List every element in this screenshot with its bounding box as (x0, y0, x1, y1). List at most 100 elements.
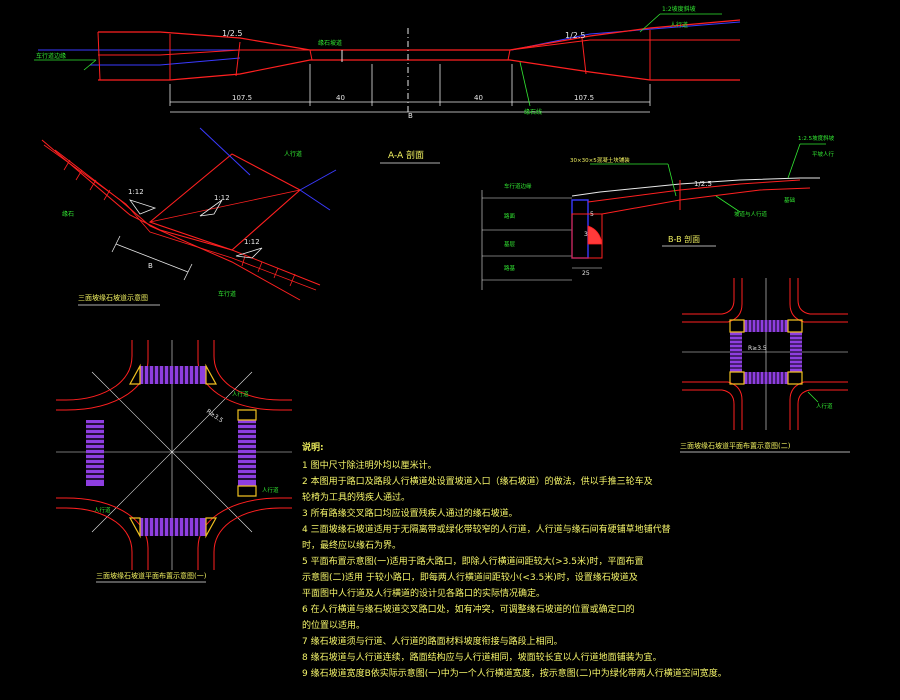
aa-leader (83, 59, 97, 71)
note-item: 5 平面布置示意图(一)适用于路大路口，即除人行横道间距较大(>3.5米)时，平… (302, 557, 644, 567)
bb-row-3: 路基 (504, 264, 516, 272)
bb-section: 车行道边缘 路面 基层 路基 1/2.5 5 3 25 30×30×5混凝土块铺… (481, 134, 835, 290)
plan-blue-line (299, 169, 337, 191)
bb-dim-3: 3 (584, 231, 588, 238)
lo-edge-nw2 (56, 340, 133, 401)
design-notes: 说明: 1 图中尺寸除注明外均以厘米计。 2 本图用于路口及路段人行横道处设置坡… (302, 440, 727, 682)
note-item: 时，最终应以缘石为界。 (302, 541, 402, 551)
aa-leader (639, 13, 661, 33)
aa-section: 1/2.5 1/2.5 107.5 40 40 107.5 B 车行道边缘 缘石… (34, 5, 741, 164)
lo-label: 三面坡缘石坡道平面布置示意图(一) (96, 571, 207, 580)
bb-slope-red (587, 179, 801, 203)
plan-dim-b (115, 243, 189, 273)
aa-callout-center: 缘石坡道 (318, 39, 342, 47)
note-item: 2 本图用于路口及路段人行横道处设置坡道入口（缘石坡道）的做法，供以手推三轮车及 (302, 477, 653, 487)
plan-slope-inner (149, 189, 301, 223)
aa-callout-right-top: 1:2坡度斜坡 (662, 5, 696, 13)
bb-curb-fill (587, 225, 603, 245)
aa-slope-left: 1/2.5 (222, 29, 243, 38)
lt-edge-ne2 (797, 278, 848, 315)
plan-label-curb: 缘石 (62, 210, 74, 218)
plan-label-sidewalk: 人行道 (284, 150, 302, 158)
aa-label: A-A 剖面 (388, 149, 424, 161)
note-item: 轮椅为工具的残疾人通过。 (302, 493, 411, 503)
lt-edge-se (789, 381, 848, 430)
bb-slope-top (571, 177, 801, 197)
lo-edge-se2 (213, 507, 292, 570)
aa-dim-total: B (408, 112, 413, 120)
lt-corner-ramp (787, 319, 803, 333)
note-item: 4 三面坡缘石坡道适用于无隔离带或绿化带较窄的人行道，人行道与缘石间有硬铺草地铺… (302, 525, 671, 535)
lt-crosswalk-top (744, 320, 788, 332)
plan-hatch (289, 273, 296, 287)
lt-crosswalk-bottom (744, 372, 788, 384)
lt-edge-se2 (797, 389, 848, 430)
lt-edge-ne (789, 278, 848, 323)
bb-row-2: 基层 (504, 240, 516, 248)
aa-dim-left-outer: 107.5 (232, 94, 252, 102)
aa-red-profile-mid-r (509, 39, 740, 51)
lo-label-sidewalk-3: 人行道 (262, 486, 279, 494)
bb-callout-top: 1:2.5坡度斜坡 (798, 134, 835, 142)
plan-dim-b-label: B (148, 262, 153, 270)
plan-hatch (75, 169, 83, 181)
lt-corner-ramp (787, 371, 803, 385)
plan-hatch (241, 255, 246, 267)
lt-leader (807, 391, 819, 403)
aa-callout-right-mid: 人行道 (670, 21, 688, 29)
aa-dim-right-inner: 40 (474, 94, 483, 102)
lo-crosswalk-right (237, 409, 257, 497)
bb-row-0: 车行道边缘 (504, 182, 532, 190)
plan-red-edge-2 (54, 149, 301, 301)
aa-seg-line (581, 37, 587, 75)
lo-edge-sw2 (56, 507, 133, 570)
plan-slope-1: 1:12 (128, 188, 144, 196)
lo-crosswalk-bottom (128, 517, 218, 539)
lo-edge-ne2 (213, 340, 292, 401)
layout-two: R≥3.5 人行道 三面坡缘石坡道平面布置示意图(二) (680, 278, 850, 453)
aa-seg-line (507, 49, 511, 61)
bb-curb-base (571, 213, 603, 259)
plan-slope-2: 1:12 (214, 194, 230, 202)
note-item: 1 图中尺寸除注明外均以厘米计。 (302, 461, 437, 471)
aa-seg-line (97, 31, 101, 81)
bb-dim-25: 25 (582, 270, 590, 277)
bb-label: B-B 剖面 (668, 234, 700, 244)
bb-callout-mid: 坡道与人行道 (734, 210, 768, 218)
aa-slope-right: 1/2.5 (565, 31, 586, 40)
lo-edge-se (197, 497, 292, 570)
aa-blue-line-2 (90, 57, 241, 66)
note-item: 8 缘石坡道与人行道连续，路面结构应与人行道相同，坡面较长宜以人行道地面铺装为宜… (302, 653, 662, 663)
plan-label-road: 车行道 (218, 290, 236, 298)
aa-dim-left-inner: 40 (336, 94, 345, 102)
bb-row-1: 路面 (504, 212, 516, 220)
aa-leader (519, 61, 531, 107)
lt-edge-sw (682, 381, 743, 430)
plan-arrow (199, 199, 223, 217)
bb-slope-red2 (601, 187, 811, 215)
note-item: 9 缘石坡道宽度B依实际示意图(一)中为一个人行横道宽度，按示意图(二)中为绿化… (302, 669, 727, 679)
plan-label: 三面坡缘石坡道示意图 (78, 293, 148, 302)
bb-callout-mid2: 基础 (784, 196, 796, 204)
plan-arrow (235, 247, 263, 259)
aa-seg-line (309, 49, 313, 61)
lt-corner-ramp (729, 319, 745, 333)
plan-slope-3: 1:12 (244, 238, 260, 246)
plan-hatch (257, 261, 263, 273)
aa-blue-line-1 (38, 21, 741, 51)
plan-hatch (103, 189, 111, 201)
plan-dim-b-tick (111, 235, 121, 253)
plan-arrow (128, 199, 157, 215)
lt-dim: R≥3.5 (748, 345, 767, 352)
lt-corner-ramp (729, 371, 745, 385)
lt-edge-nw (682, 278, 743, 323)
aa-dim-right-outer: 107.5 (574, 94, 594, 102)
aa-seg-line (235, 41, 241, 77)
bb-leader (715, 195, 741, 213)
aa-red-profile-bot (98, 59, 740, 81)
lo-label-sidewalk-2: 人行道 (94, 506, 111, 514)
lo-crosswalk-top (128, 363, 218, 385)
bb-dim-5: 5 (590, 211, 594, 218)
note-item: 3 所有路缘交叉路口均应设置残疾人通过的缘石坡道。 (302, 509, 518, 519)
